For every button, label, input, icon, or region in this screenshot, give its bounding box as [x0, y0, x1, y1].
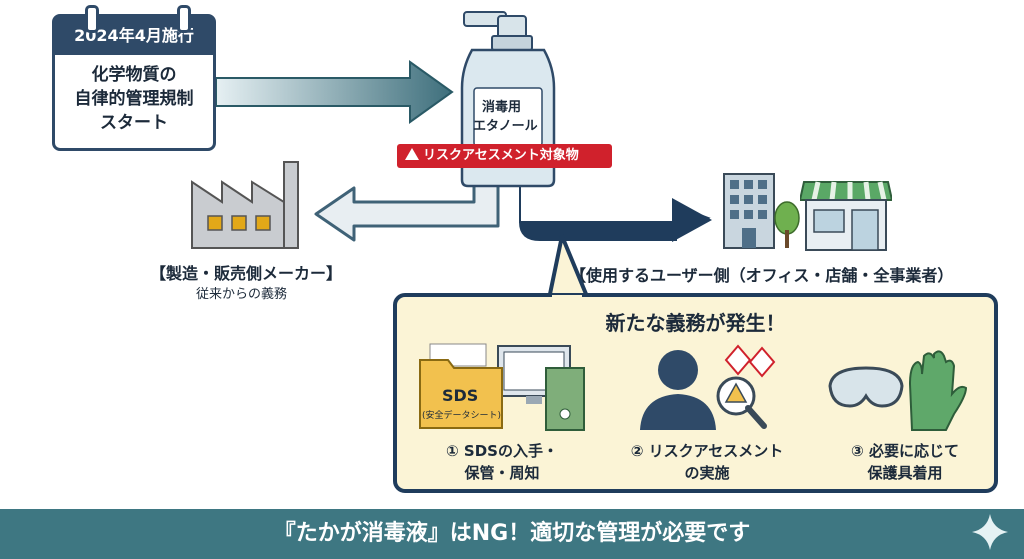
new-duties-title: 新たな義務が発生！: [605, 311, 786, 335]
calendar-ring: [177, 5, 191, 33]
calendar-ring: [85, 5, 99, 33]
maker-arrow: [314, 180, 500, 242]
bottle-label-line2: エタノール: [473, 119, 538, 134]
office-building-icon: [723, 173, 775, 249]
calendar-date: 2024年4月施行: [55, 17, 213, 55]
calendar-card: 2024年4月施行 化学物質の 自律的管理規制 スタート: [52, 5, 216, 151]
protective-gear-icon: [828, 350, 968, 431]
bottle-label-line1: 消毒用: [482, 100, 522, 115]
duty-protective-gear: ③ 必要に応じて 保護具着用: [851, 442, 959, 482]
duty-risk-assessment: ② リスクアセスメント の実施: [630, 442, 784, 482]
sparkle-icon: [972, 514, 1008, 550]
risk-assessment-icon: [640, 344, 776, 430]
bottom-banner: 『たかが消毒液』はNG！適切な管理が必要です: [0, 509, 1024, 559]
start-arrow: [215, 60, 454, 124]
sds-folder-sub: (安全データシート): [422, 411, 502, 421]
bubble-tail: [548, 234, 588, 296]
factory-icon: [191, 161, 299, 249]
manufacturer-sub: 従来からの義務: [196, 287, 288, 302]
risk-assessment-badge: リスクアセスメント対象物: [397, 144, 612, 168]
store-icon: [800, 181, 892, 251]
bubble-tail-cover: [552, 295, 582, 301]
user-side-label: 【使用するユーザー側（オフィス・店舗・全事業者）: [570, 266, 954, 285]
manufacturer-label: 【製造・販売側メーカー】: [150, 264, 343, 283]
tree-icon: [774, 201, 800, 248]
sds-folder-title: SDS: [442, 386, 479, 405]
banner-text: 『たかが消毒液』はNG！適切な管理が必要です: [273, 521, 751, 546]
warning-icon: [405, 148, 419, 160]
calendar-text: 化学物質の 自律的管理規制 スタート: [74, 65, 194, 133]
sds-documents-icon: [419, 343, 585, 431]
duty-sds: ① SDSの入手・ 保管・周知: [446, 442, 558, 482]
